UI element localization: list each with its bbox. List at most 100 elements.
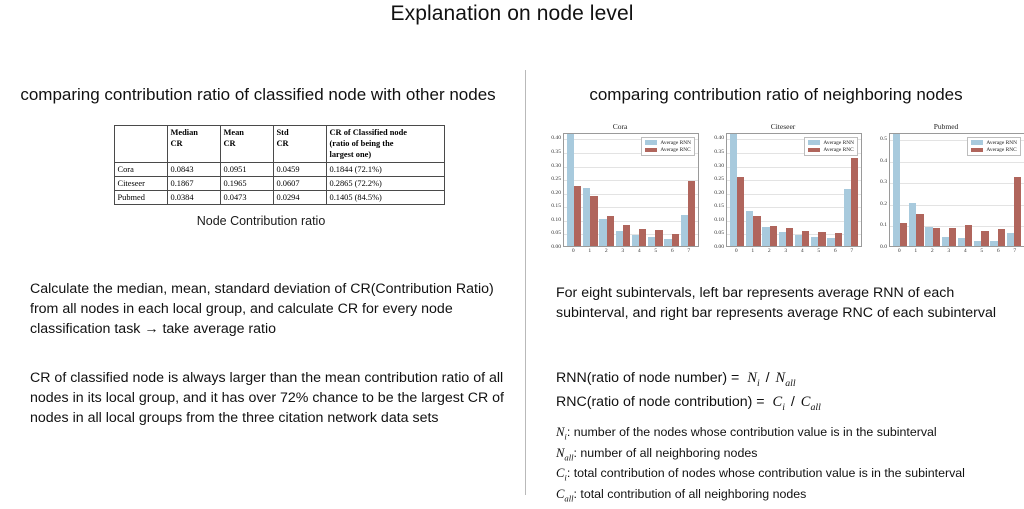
bar-rnc [981,230,989,246]
bar-group [566,134,582,246]
bar-rnc [965,225,973,246]
formula-rnn-numerator-sub: i [756,377,760,389]
column-header-cr-classified-line2: (ratio of being the [329,139,394,149]
legend-item: Average RNN [971,140,1017,146]
definition-ni-text: : number of the nodes whose contribution… [566,425,937,439]
chart-title: Cora [612,122,628,131]
gridline [564,220,698,222]
cell-mean-cr: 0.0473 [219,190,274,206]
formula-rnn-numerator-var: N [747,370,757,386]
definition-call: Call: total contribution of all neighbor… [556,485,1024,506]
bars-container [890,134,1024,246]
bar-rnc [655,229,663,246]
x-axis-tick-label: 0 [734,248,738,254]
formula-rnc-slash: / [790,393,795,410]
table-header-row: Median CR Mean CR Std CR CR of Classifie… [113,125,445,163]
legend-label: Average RNN [986,139,1017,146]
cell-dataset-name: Cora [113,161,168,178]
x-axis-tick-label: 5 [654,248,658,254]
bar-rnn [746,211,754,246]
cell-cr-classified: 0.1405 (84.5%) [325,190,445,206]
bar-rnc [834,232,842,246]
bar-rnn [794,234,803,246]
formula-block: RNN(ratio of node number) = Ni / Nall RN… [556,368,1018,415]
gridline [564,193,698,195]
formula-rnn-slash: / [765,370,770,386]
gridline [564,207,698,209]
x-axis-tick-label: 0 [571,248,575,254]
bar-group [957,134,973,246]
formula-rnn-denominator-sub: all [785,377,796,389]
bar-rnn [892,134,901,246]
bar-group [908,134,924,246]
bar-rnc [737,177,745,246]
table-header: Median CR Mean CR Std CR CR of Classifie… [113,125,445,163]
bar-rnn [990,241,998,246]
bar-rnn [925,227,933,246]
x-axis-tick-label: 1 [914,248,918,254]
bar-group [599,134,615,246]
bar-rnn [566,134,575,246]
bar-rnc [916,213,924,246]
definition-ci-sub: i [564,472,567,483]
left-column-header: comparing contribution ratio of classifi… [20,85,496,104]
cell-std-cr: 0.0294 [272,190,327,206]
x-axis-tick-label: 5 [980,248,984,254]
definition-call-sub: all [564,493,574,504]
definition-ci-symbol: Ci [556,466,567,483]
formula-rnc: RNC(ratio of node contribution) = Ci / C… [556,392,1018,416]
right-column-header: comparing contribution ratio of neighbor… [589,85,963,104]
gridline [727,234,861,236]
bar-group [680,134,696,246]
definition-nall-var: N [556,445,565,460]
column-header-std-cr: Std CR [272,125,327,163]
definition-nall-symbol: Nall [556,445,574,463]
y-axis-tick-label: 0.05 [714,230,724,237]
bar-rnc [590,195,598,246]
left-paragraph-finding: CR of classified node is always larger t… [30,370,504,427]
gridline [890,140,1024,142]
cell-median-cr: 0.1867 [166,176,221,192]
bar-rnn [680,215,688,246]
column-header-cr-classified-line1: CR of Classified node [329,128,407,137]
bar-group [990,134,1006,246]
formula-rnn-denominator-var: N [775,370,786,386]
bars-container [564,134,698,246]
cell-cr-classified: 0.1844 (72.1%) [325,161,445,178]
formula-rnc-numerator-sub: i [782,401,785,413]
table-caption: Node Contribution ratio [196,214,326,229]
gridline [727,207,861,209]
bar-rnn [843,189,851,246]
bar-rnc [948,228,957,246]
x-axis-tick-label: 6 [833,248,837,254]
right-paragraph-description: For eight subintervals, left bar represe… [556,285,997,322]
x-axis-tick-label: 2 [767,248,771,254]
bar-rnn [909,203,917,246]
definition-ci-text: : total contribution of nodes whose cont… [566,466,965,481]
bar-group [664,134,680,246]
node-contribution-table: Median CR Mean CR Std CR CR of Classifie… [113,125,445,206]
column-divider [525,70,526,495]
bar-rnn [778,231,786,246]
gridline [564,180,698,182]
bar-group [729,134,745,246]
cell-dataset-name: Pubmed [113,190,168,206]
bar-rnc [818,232,826,246]
x-axis-tick-label: 2 [604,248,608,254]
y-axis-tick-label: 0.3 [880,179,887,186]
bar-rnn [974,240,982,246]
bar-rnn [664,239,672,246]
cell-median-cr: 0.0384 [166,190,221,206]
legend-swatch-rnc [645,147,658,153]
x-axis-tick-label: 1 [751,248,755,254]
bar-group [892,134,908,246]
bar-group [762,134,778,246]
x-axis-tick-label: 7 [1013,248,1017,254]
